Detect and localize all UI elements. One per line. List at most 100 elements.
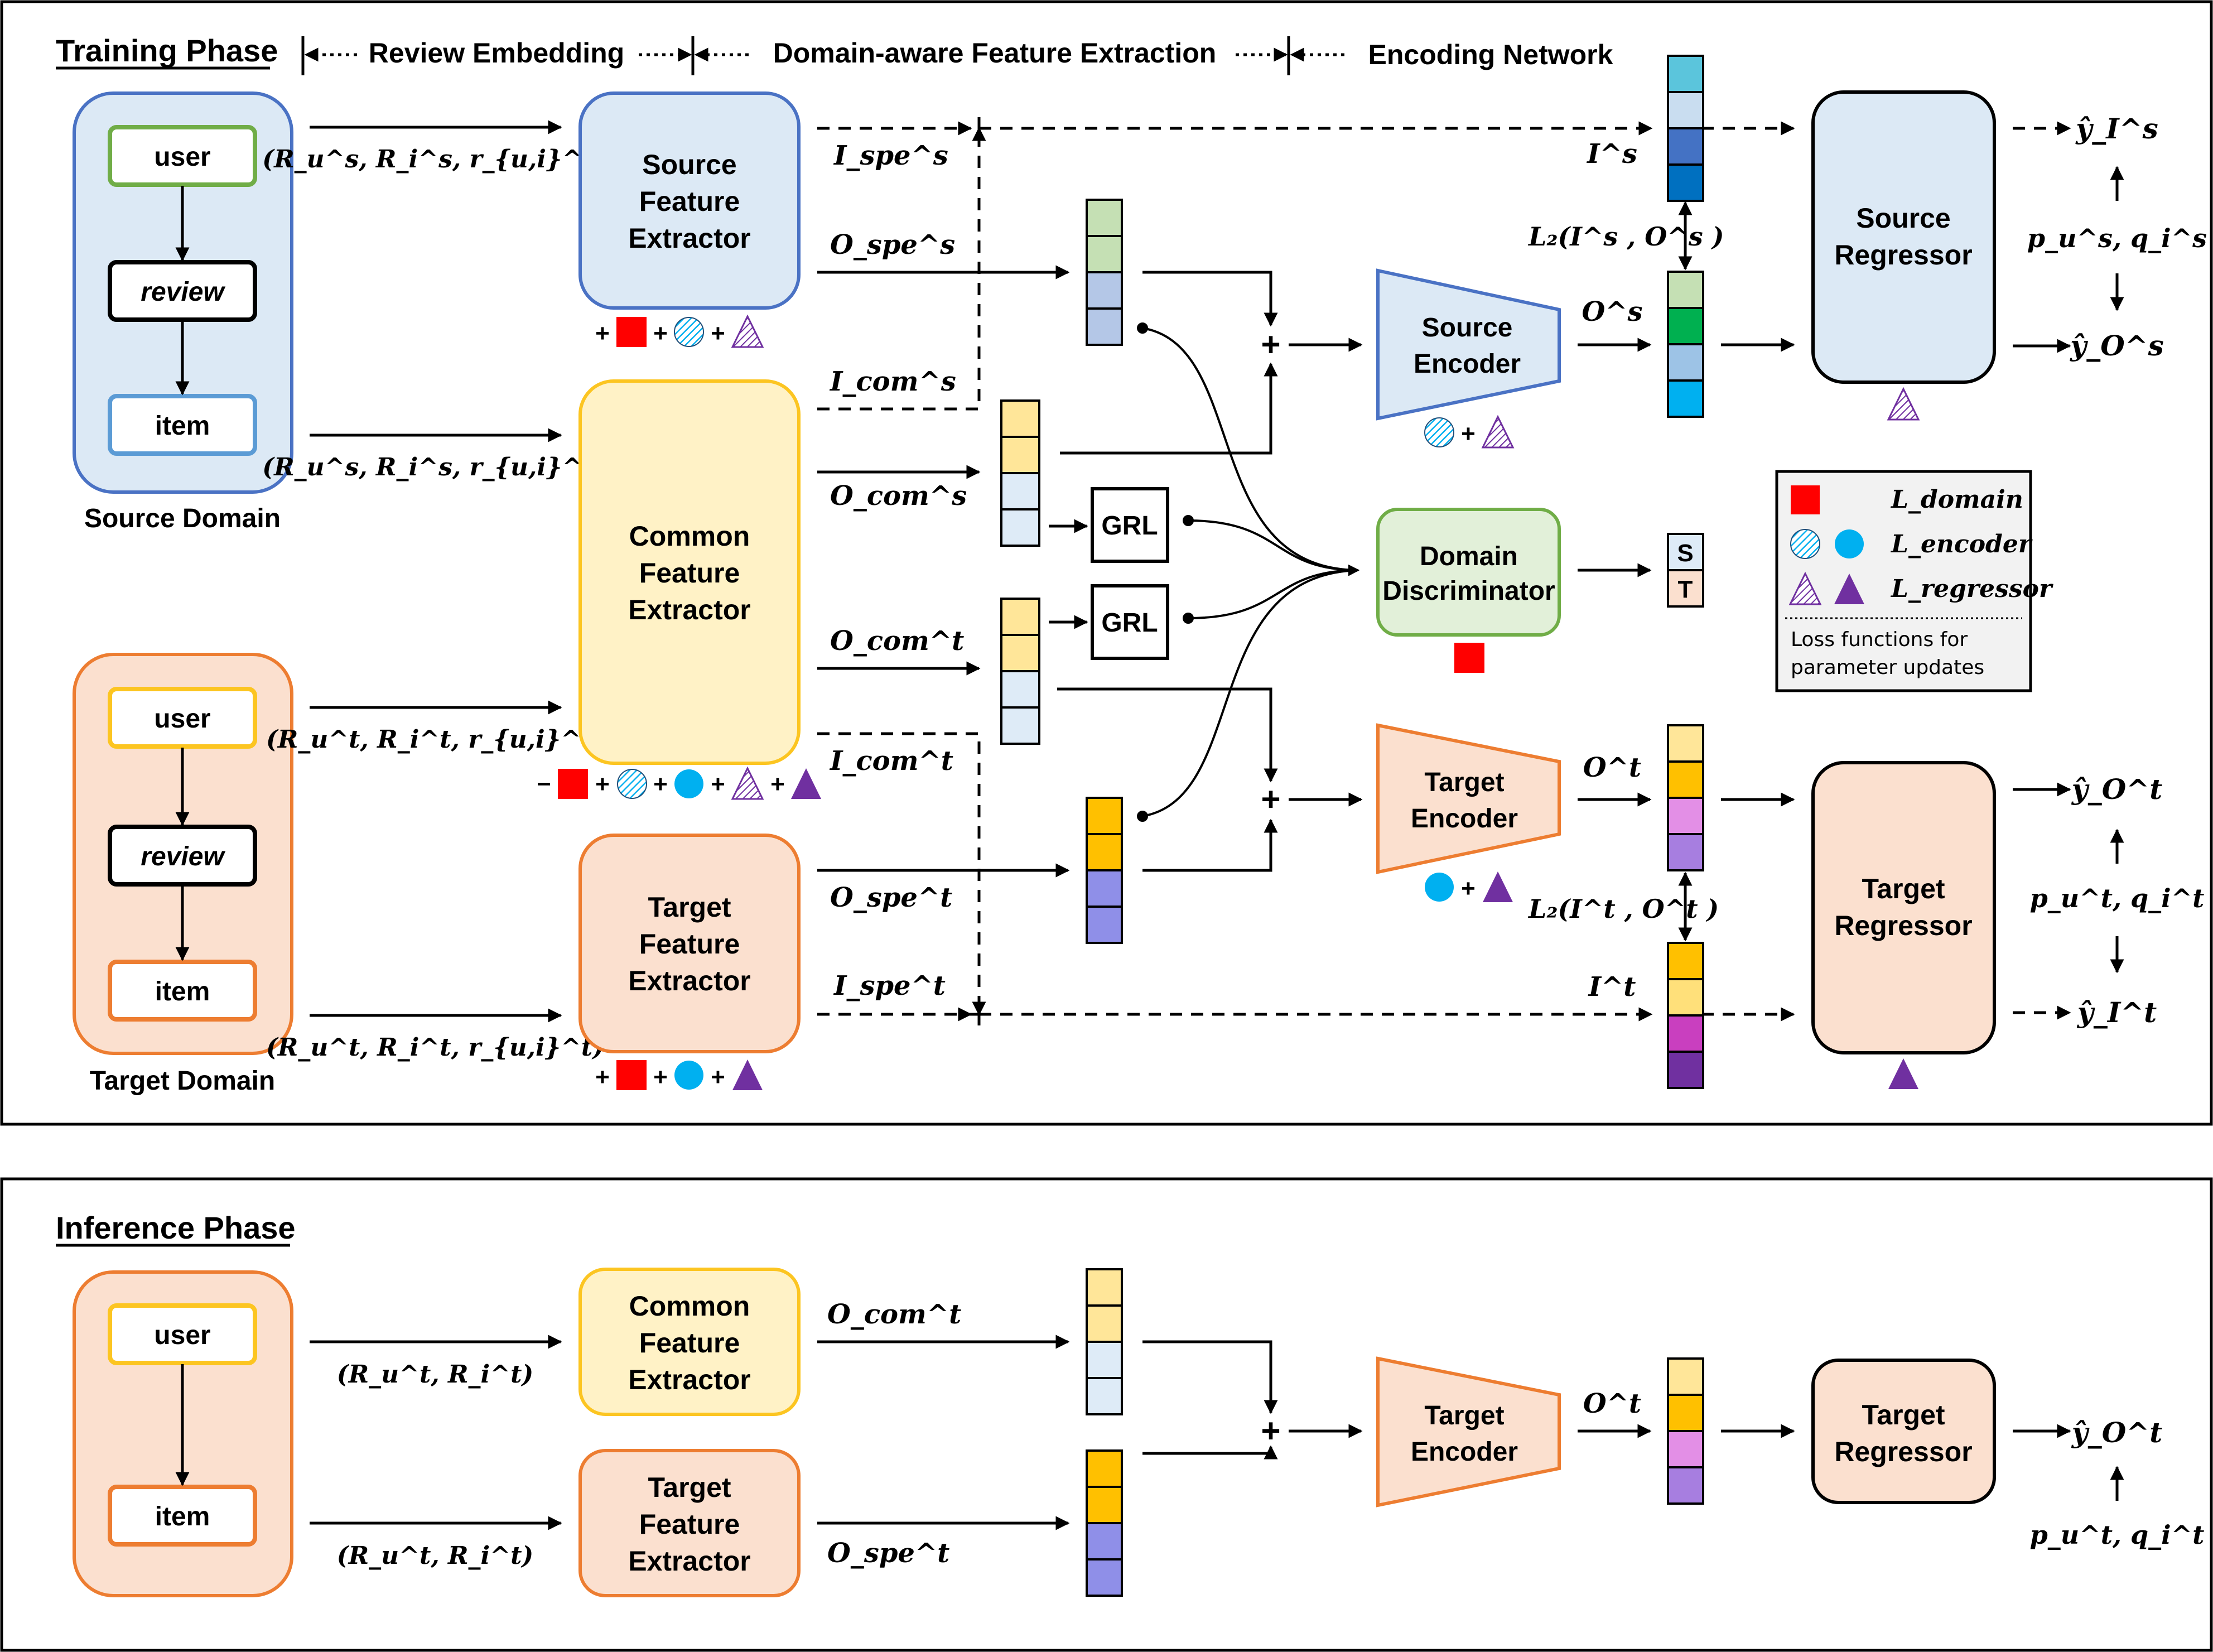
vector-cell <box>1000 508 1040 547</box>
vector-cell <box>1667 1430 1704 1468</box>
inference-label-O-com: O_com^t <box>827 1299 961 1330</box>
regressor-loss-hatched-icon <box>731 766 764 800</box>
regressor-loss-hatched-icon <box>1887 387 1920 421</box>
vector-cell <box>1667 127 1704 166</box>
legend-regressor-label: L_regressor <box>1890 575 2053 603</box>
label-O-com-s: O_com^s <box>830 480 967 512</box>
target-encoder-losses: + <box>1425 871 1513 902</box>
inference-label-O-t: O^t <box>1583 1388 1641 1419</box>
encoder-loss-hatched-icon <box>1424 417 1454 447</box>
svg-text:+: + <box>1461 875 1476 902</box>
inference-target-line-2: Feature <box>639 1509 740 1540</box>
vector-cell <box>1667 760 1704 799</box>
inference-common-line-2: Feature <box>639 1327 740 1359</box>
output-y-O-t: ŷ_O^t <box>2071 773 2163 806</box>
vector-cell <box>1667 307 1704 345</box>
inference-label-O-spe: O_spe^t <box>827 1538 949 1569</box>
vector-cell <box>1000 436 1040 474</box>
inference-target-extractor <box>578 1449 801 1597</box>
output-y-I-s: ŷ_I^s <box>2075 112 2158 145</box>
inference-phase-title: Inference Phase <box>56 1210 296 1245</box>
domain-discriminator <box>1376 508 1561 637</box>
bus-junctions <box>968 117 990 1025</box>
svg-text:+: + <box>595 320 610 347</box>
vector-cell <box>1667 724 1704 763</box>
target-input-label-1: (R_u^t, R_i^t, r_{u,i}^t) <box>266 725 604 754</box>
vector-cell <box>1000 598 1040 636</box>
inference-target-line-3: Extractor <box>628 1545 751 1577</box>
vector-cell <box>1667 271 1704 309</box>
encoder-loss-icon <box>674 1061 703 1090</box>
vector-cell <box>1086 906 1123 944</box>
discriminator-loss-icon <box>1454 643 1484 673</box>
source-encoder-line-2: Encoder <box>1414 349 1521 379</box>
vector-cell <box>1086 797 1123 835</box>
source-feature-extractor <box>578 91 801 310</box>
inference-common-extractor <box>578 1268 801 1416</box>
svg-text:−: − <box>537 770 551 798</box>
source-user-node <box>108 125 257 187</box>
vector-cell <box>1667 1357 1704 1396</box>
dashed-bypass-paths <box>817 121 1795 1022</box>
inference-user-node <box>108 1303 257 1365</box>
svg-text:+: + <box>1461 420 1476 447</box>
target-regressor-line-1: Target <box>1862 873 1945 904</box>
discriminator-input-curves <box>1137 322 1359 822</box>
source-review-node <box>108 260 257 322</box>
inference-vector-O-spe <box>1086 1449 1123 1597</box>
l2-target-label: L₂(I^t , O^t ) <box>1527 894 1719 924</box>
svg-text:+: + <box>595 1063 610 1091</box>
vector-cell <box>1667 1051 1704 1089</box>
grl-box-target <box>1091 584 1169 660</box>
domain-loss-icon <box>558 769 588 799</box>
target-extractor-line-1: Target <box>648 892 731 923</box>
target-review-label: review <box>141 842 225 871</box>
vector-O-t <box>1667 724 1704 871</box>
inference-sum-node: + <box>1261 1412 1280 1449</box>
svg-text:+: + <box>653 320 668 347</box>
vector-cell <box>1667 942 1704 980</box>
vector-O-com-t <box>1000 598 1040 745</box>
vector-cell <box>1086 1522 1123 1561</box>
vector-cell <box>1667 343 1704 382</box>
vector-I-t <box>1667 942 1704 1089</box>
vector-cell <box>1086 271 1123 310</box>
inference-encoder-line-1: Target <box>1424 1401 1504 1431</box>
target-review-node <box>108 825 257 887</box>
target-extractor-line-3: Extractor <box>628 965 751 996</box>
source-regressor-line-2: Regressor <box>1834 239 1972 271</box>
source-input-label-1: (R_u^s, R_i^s, r_{u,i}^s) <box>262 145 608 174</box>
vector-cell <box>1086 1304 1123 1343</box>
inference-common-line-1: Common <box>629 1290 750 1322</box>
vector-cell <box>1086 1558 1123 1597</box>
vector-cell <box>1667 797 1704 835</box>
common-extractor-line-2: Feature <box>639 557 740 589</box>
stage-review-embedding: Review Embedding <box>369 37 624 69</box>
domain-label-T <box>1667 569 1704 608</box>
target-extractor-line-2: Feature <box>639 928 740 960</box>
common-extractor-line-1: Common <box>629 521 750 552</box>
output-pq-t: p_u^t, q_i^t <box>2030 883 2205 913</box>
vector-cell <box>1086 235 1123 273</box>
grl-box-source <box>1091 487 1169 563</box>
label-I-spe-s: I_spe^s <box>833 140 948 171</box>
vector-cell <box>1000 399 1040 438</box>
target-item-label: item <box>155 977 210 1006</box>
inference-target-line-1: Target <box>648 1472 731 1503</box>
vector-cell <box>1667 1014 1704 1053</box>
label-I-com-s: I_com^s <box>829 366 956 397</box>
source-extractor-line-3: Extractor <box>628 223 751 254</box>
inference-vector-O-t <box>1667 1357 1704 1505</box>
source-extractor-line-1: Source <box>642 149 737 180</box>
target-input-label-2: (R_u^t, R_i^t, r_{u,i}^t) <box>266 1033 604 1062</box>
legend-note-line-1: Loss functions for <box>1791 628 1968 651</box>
vector-cell <box>1086 307 1123 346</box>
label-O-spe-s: O_spe^s <box>830 229 955 261</box>
stage-feature-extraction: Domain-aware Feature Extraction <box>773 37 1217 69</box>
legend-domain-icon <box>1791 485 1820 514</box>
encoder-loss-icon <box>1425 873 1454 902</box>
vector-cell <box>1667 833 1704 871</box>
vector-cell <box>1086 833 1123 871</box>
label-O-spe-t: O_spe^t <box>830 882 952 913</box>
output-pq-s: p_u^s, q_i^s <box>2027 223 2207 253</box>
